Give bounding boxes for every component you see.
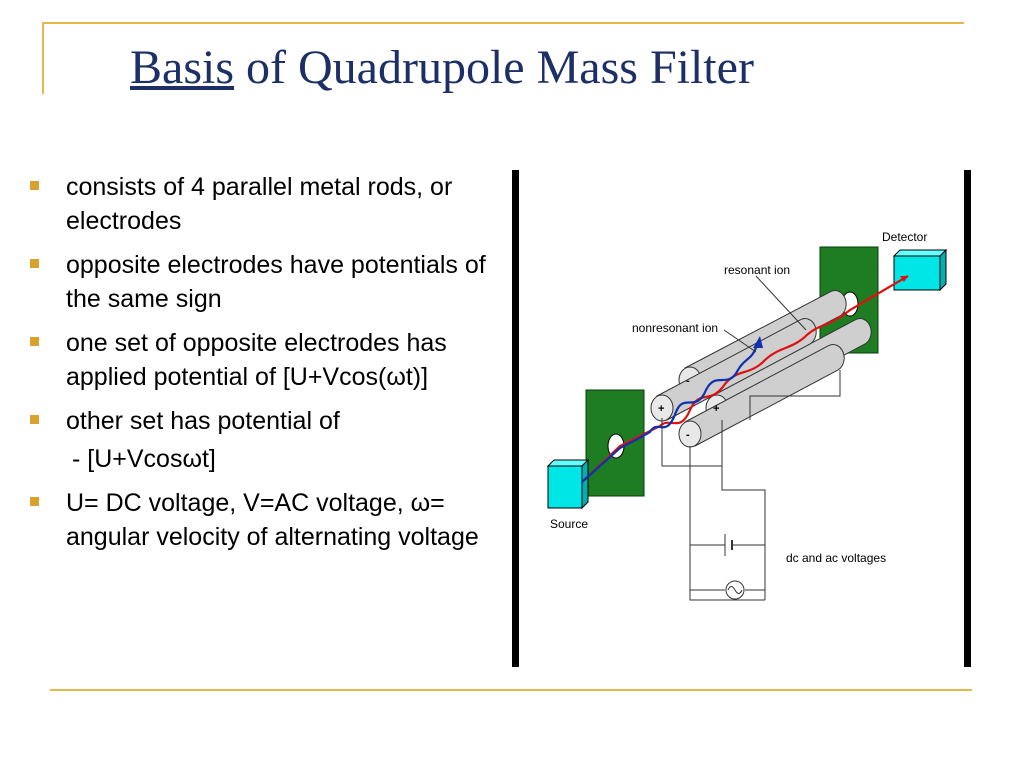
circuit-wiring <box>661 370 841 601</box>
bullet-text: consists of 4 parallel metal rods, or el… <box>66 173 453 235</box>
rod-bottom-end <box>678 420 702 448</box>
left-rule <box>42 22 44 94</box>
source-label: Source <box>550 517 588 531</box>
source-box-top <box>546 459 590 467</box>
bullet-item: consists of 4 parallel metal rods, or el… <box>30 170 510 238</box>
source-box-side <box>581 458 589 510</box>
top-rule <box>42 22 964 24</box>
rod-bottom <box>684 344 845 447</box>
detector-box-side <box>939 248 947 292</box>
rod-sign-right: + <box>713 403 719 415</box>
quadrupole-diagram: - + + - Detector resonant ion nonresonan… <box>512 170 971 667</box>
nonresonant-ion-pointer <box>723 329 757 353</box>
bullet-item: U= DC voltage, V=AC voltage, ω= angular … <box>30 486 510 554</box>
bullet-text: one set of opposite electrodes has appli… <box>66 329 447 391</box>
ac-wave-icon <box>727 586 743 594</box>
bottom-rule <box>50 689 972 691</box>
rods <box>650 290 872 448</box>
nonresonant-ion-arrowhead <box>753 336 763 348</box>
title-rest: of Quadrupole Mass Filter <box>234 41 754 94</box>
bullet-sub-item: - [U+Vcosωt] <box>30 442 510 476</box>
nonresonant-ion-label: nonresonant ion <box>632 321 718 335</box>
resonant-ion-pointer <box>755 275 807 331</box>
bullet-marker-icon <box>30 337 39 346</box>
detector-label: Detector <box>882 230 927 244</box>
bullet-marker-icon <box>30 415 39 424</box>
bullet-text: - [U+Vcosωt] <box>72 445 216 473</box>
bullet-text: opposite electrodes have potentials of t… <box>66 251 486 313</box>
bullet-marker-icon <box>30 497 39 506</box>
rod-sign-top: - <box>686 375 690 387</box>
detector-box-top <box>892 249 948 257</box>
source-box <box>547 465 583 509</box>
bullet-text: U= DC voltage, V=AC voltage, ω= angular … <box>66 489 479 551</box>
bullet-item: one set of opposite electrodes has appli… <box>30 326 510 394</box>
resonant-ion-label: resonant ion <box>724 263 790 277</box>
rod-left <box>656 318 817 421</box>
title-underlined-word: Basis <box>130 41 235 94</box>
resonant-ion-arrowhead <box>900 276 908 282</box>
diagram-right-bar <box>964 170 971 667</box>
voltages-label: dc and ac voltages <box>786 551 886 565</box>
bullet-list: consists of 4 parallel metal rods, or el… <box>30 170 510 564</box>
rod-sign-left: + <box>658 403 664 415</box>
nonresonant-ion-path <box>581 341 760 483</box>
bullet-marker-icon <box>30 181 39 190</box>
diagram-left-bar <box>512 170 519 667</box>
slide-title: Basis of Quadrupole Mass Filter <box>130 38 990 98</box>
rod-sign-bottom: - <box>686 429 690 441</box>
bullet-marker-icon <box>30 259 39 268</box>
bullet-item: other set has potential of <box>30 404 510 438</box>
bullet-text: other set has potential of <box>66 407 340 435</box>
bullet-item: opposite electrodes have potentials of t… <box>30 248 510 316</box>
detector-box <box>893 255 941 291</box>
